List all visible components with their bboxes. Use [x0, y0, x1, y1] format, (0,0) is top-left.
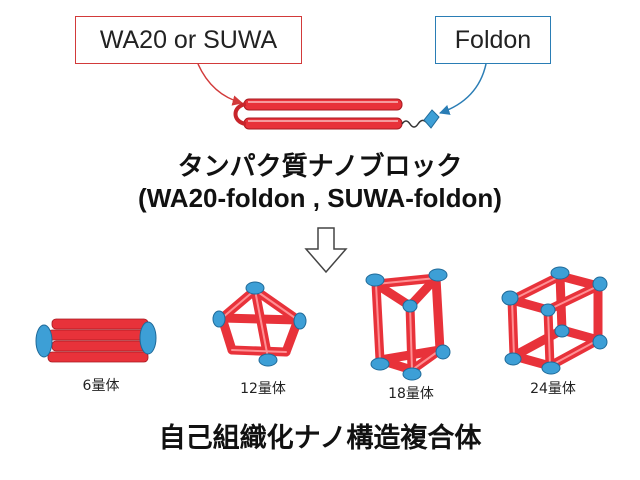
dodecamer-label: 12量体 — [240, 381, 286, 397]
dodecamer-structure — [212, 281, 307, 367]
foldon-label: Foldon — [454, 25, 532, 54]
hexamer-structure — [35, 318, 157, 363]
foldon-pointer-arrow — [439, 63, 487, 115]
nanoblock-illustration — [233, 98, 440, 130]
complex-title: 自己組織化ナノ構造複合体 — [158, 423, 482, 454]
wa20-label-box: WA20 or SUWA — [75, 16, 302, 64]
hexamer-label: 6量体 — [82, 378, 120, 394]
foldon-label-box: Foldon — [435, 16, 551, 64]
foldon-domain-icon — [423, 109, 440, 129]
wa20-pointer-arrow — [197, 63, 244, 106]
wa20-label: WA20 or SUWA — [99, 25, 278, 54]
nanoblock-variants: (WA20-foldon , SUWA-foldon) — [138, 183, 502, 213]
octadecamer-structure — [365, 268, 451, 381]
nanoblock-title: タンパク質ナノブロック — [177, 152, 463, 182]
tetracosamer-label: 24量体 — [530, 381, 576, 397]
octadecamer-label: 18量体 — [388, 386, 434, 402]
tetracosamer-structure — [501, 266, 608, 375]
down-arrow-icon — [304, 227, 348, 274]
